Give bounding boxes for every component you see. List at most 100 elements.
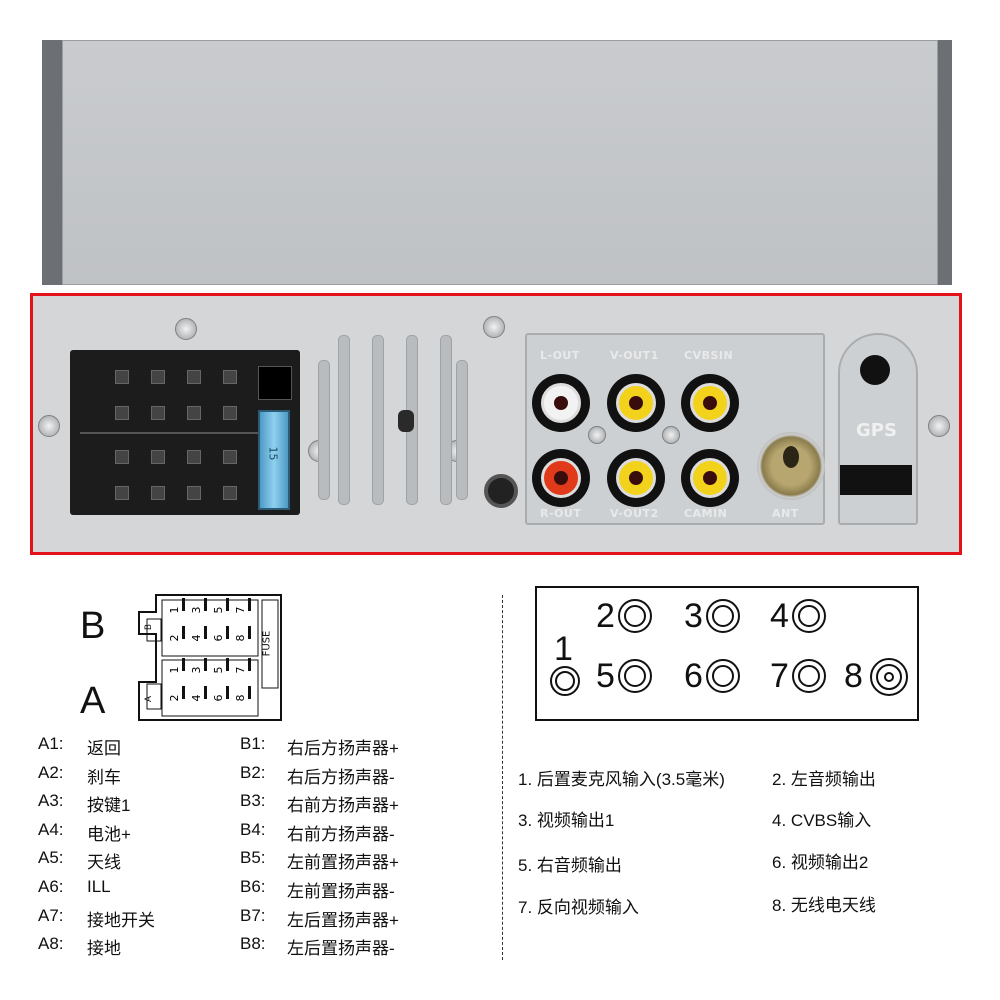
connector-pin	[223, 486, 237, 500]
pin-number: 4	[190, 635, 203, 642]
port-circle-icon	[706, 659, 740, 693]
port-number: 8	[844, 657, 863, 695]
connector-pin	[151, 486, 165, 500]
legend-text: CVBS输入	[790, 811, 872, 830]
pin-id: A8:	[38, 934, 64, 954]
pin-a-row: A7:接地开关	[38, 906, 155, 930]
pin-id: B5:	[240, 848, 266, 868]
port-number: 1	[554, 630, 573, 668]
pin-mark	[204, 626, 207, 639]
pin-b-row: B8:左后置扬声器-	[240, 934, 395, 958]
connector-b-label: B	[80, 605, 106, 647]
vent-slot	[456, 360, 468, 500]
small-a-label: A	[144, 695, 155, 703]
pin-desc: 右后方扬声器-	[287, 767, 395, 787]
mount-hole	[398, 410, 414, 432]
pin-b-row: B4:右前方扬声器-	[240, 819, 395, 844]
screw-icon	[662, 426, 680, 444]
pin-desc: 电池+	[87, 824, 131, 844]
legend-number: 2.	[772, 770, 787, 789]
pin-b-row: B3:右前方扬声器+	[240, 791, 399, 815]
vent-slot	[440, 335, 452, 505]
connector-pin	[151, 370, 165, 384]
label-v-out1: V-OUT1	[610, 349, 659, 362]
pin-mark	[226, 686, 229, 699]
pin-mark	[248, 686, 251, 699]
vent-slot	[372, 335, 384, 505]
pin-a-row: A1:返回	[38, 734, 121, 758]
legend-number: 6.	[772, 853, 787, 872]
pin-a-row: A5:天线	[38, 848, 121, 872]
fuse-rating: 15	[266, 446, 280, 461]
pin-desc: 右后方扬声器+	[287, 739, 399, 758]
rca-jack-cvbsin-icon	[681, 374, 739, 432]
legend-number: 3.	[518, 811, 533, 830]
port-number: 5	[596, 657, 615, 695]
pin-desc: 左前置扬声器-	[287, 882, 395, 901]
screw-icon	[483, 316, 505, 338]
pin-b-row: B7:左后置扬声器+	[240, 906, 399, 930]
connector-pin	[187, 486, 201, 500]
rca-jack-camin-icon	[681, 449, 739, 507]
label-cvbsin: CVBSIN	[684, 349, 734, 362]
pin-id: B4:	[240, 819, 266, 839]
chassis-top	[62, 40, 938, 285]
port-number: 6	[684, 657, 703, 695]
pin-b-row: B1:右后方扬声器+	[240, 734, 399, 758]
pin-number: 2	[168, 635, 181, 642]
mic-jack-icon	[484, 474, 518, 508]
pin-mark	[182, 686, 185, 699]
pin-mark	[204, 598, 207, 611]
port-number: 7	[770, 657, 789, 695]
pin-number: 6	[212, 695, 225, 702]
pin-number: 3	[190, 607, 203, 614]
pin-a-row: A2:刹车	[38, 763, 121, 787]
legend-item: 2. 左音频输出	[772, 765, 876, 790]
screw-icon	[588, 426, 606, 444]
pin-id: A4:	[38, 819, 64, 839]
legend-text: 右音频输出	[536, 856, 622, 875]
pin-desc: 接地开关	[87, 910, 155, 930]
port-number: 2	[596, 597, 615, 635]
chassis-left-edge	[42, 40, 64, 285]
pin-number: 8	[234, 635, 247, 642]
pin-number: 1	[168, 607, 181, 614]
connector-pin	[115, 370, 129, 384]
connector-pin	[115, 486, 129, 500]
pin-number: 7	[234, 607, 247, 614]
port-circle-icon	[618, 599, 652, 633]
connector-pin	[187, 370, 201, 384]
port-circle-icon	[792, 599, 826, 633]
legend-text: 视频输出2	[790, 853, 869, 872]
legend-text: 左音频输出	[790, 770, 876, 789]
legend-text: 视频输出1	[536, 811, 615, 830]
legend-text: 反向视频输入	[536, 898, 639, 917]
legend-number: 8.	[772, 896, 787, 915]
pin-number: 5	[212, 667, 225, 674]
pin-id: B6:	[240, 877, 266, 896]
legend-number: 5.	[518, 856, 533, 875]
pin-desc: 返回	[87, 739, 121, 758]
screw-icon	[175, 318, 197, 340]
pin-id: B2:	[240, 762, 266, 782]
pin-desc: 左后置扬声器-	[287, 939, 395, 959]
rca-jack-v-out1-icon	[607, 374, 665, 432]
legend-text: 后置麦克风输入(3.5毫米)	[536, 770, 725, 789]
connector-pin	[115, 406, 129, 420]
gps-bar	[840, 465, 912, 495]
label-l-out: L-OUT	[540, 349, 580, 362]
pin-mark	[204, 658, 207, 671]
pin-desc: 按键1	[87, 796, 131, 816]
pin-mark	[204, 686, 207, 699]
pin-mark	[182, 598, 185, 611]
fuse-label: FUSE	[261, 630, 273, 657]
pin-desc: 左后置扬声器+	[287, 910, 399, 930]
pin-id: A3:	[38, 791, 64, 811]
port-number: 4	[770, 597, 789, 635]
connector-a-label: A	[80, 680, 106, 722]
chassis-right-edge	[936, 40, 952, 285]
legend-item: 3. 视频输出1	[518, 806, 614, 831]
pin-mark	[182, 658, 185, 671]
pin-b-row: B2: 右后方扬声器-	[240, 762, 395, 787]
